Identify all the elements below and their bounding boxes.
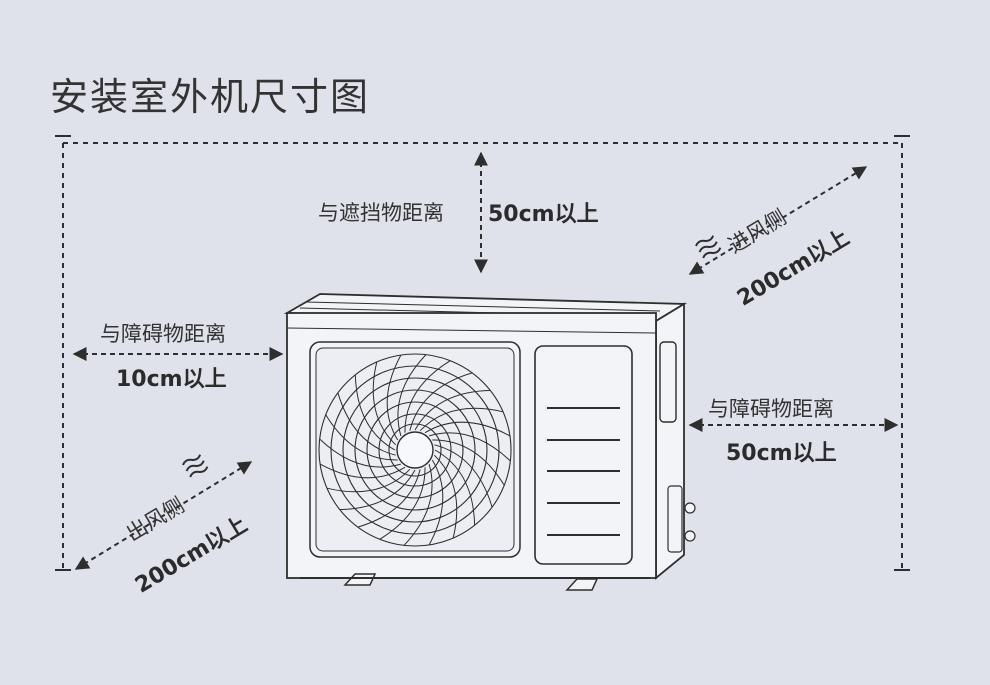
outlet-wind-icon <box>182 454 209 478</box>
clearance-boundary <box>62 142 903 570</box>
outdoor-unit-illustration <box>283 293 696 591</box>
right-clearance-label: 与障碍物距离 <box>708 397 834 421</box>
intake-arrow <box>688 166 868 275</box>
top-clearance-value: 50cm以上 <box>488 202 599 227</box>
outlet-arrow <box>74 461 253 570</box>
boundary-end-ticks <box>55 135 910 571</box>
right-clearance-value: 50cm以上 <box>726 441 837 466</box>
top-clearance-label: 与遮挡物距离 <box>318 201 444 225</box>
left-clearance-label: 与障碍物距离 <box>100 322 226 346</box>
intake-wind-icon <box>695 235 722 259</box>
page-title: 安装室外机尺寸图 <box>50 75 371 119</box>
left-clearance-value: 10cm以上 <box>116 367 227 392</box>
